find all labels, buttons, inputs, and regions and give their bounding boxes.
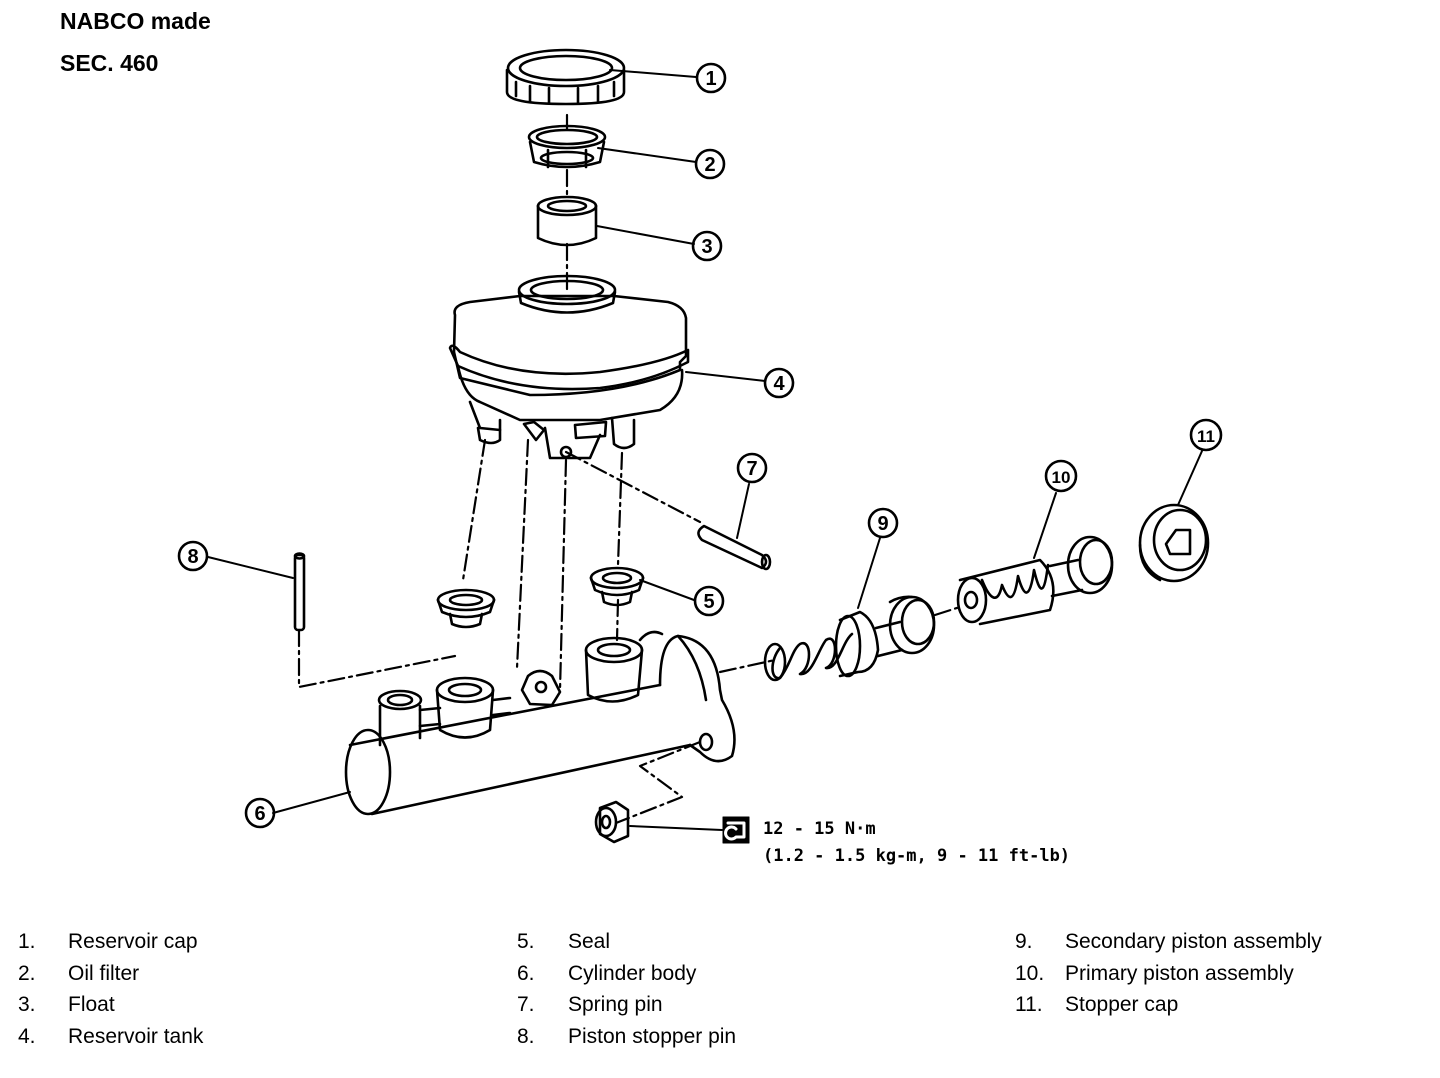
legend-item: 4. Reservoir tank [18,1021,203,1053]
callout-2-label: 2 [704,154,715,176]
mounting-nut [594,800,630,844]
legend-item: 11. Stopper cap [1015,989,1322,1021]
callout-7: 7 [736,452,768,484]
legend-item-label: Spring pin [568,993,663,1017]
legend-item-number: 6. [517,961,535,985]
legend-item: 1. Reservoir cap [18,926,203,958]
legend-item: 2. Oil filter [18,958,203,990]
legend-item-label: Seal [568,930,611,953]
legend-item-label: Piston stopper pin [568,1024,737,1048]
reservoir-tank [448,274,690,460]
callout-6-label: 6 [254,803,265,825]
legend-item-number: 11. [1015,993,1043,1017]
callout-4-label: 4 [773,373,785,395]
nut-centerline [614,740,702,825]
legend-item-label: Oil filter [68,961,140,985]
legend-item-number: 5. [517,930,535,953]
legend-item-number: 3. [18,993,36,1017]
legend-item-number: 1. [18,930,36,953]
diagram-title: NABCO made [60,8,211,34]
oil-filter [527,124,607,169]
legend-item: 3. Float [18,989,203,1021]
cylinder-body [344,630,736,816]
legend-item: 7. Spring pin [517,989,736,1021]
callout-8: 8 [177,540,209,572]
leader-lines [207,69,1203,831]
parts-legend-col-3: 9. Secondary piston assembly 10. Primary p… [1015,926,1322,1021]
callout-1: 1 [695,62,727,94]
callout-3-label: 3 [701,236,712,258]
legend-item-label: Float [68,993,115,1017]
section-number: SEC. 460 [60,50,159,76]
stopper-pin-centerline [297,628,457,689]
assembly-centerlines [461,113,962,692]
callout-8-label: 8 [187,546,198,568]
seal-left [436,588,496,629]
legend-item-label: Reservoir tank [68,1024,204,1048]
callout-6: 6 [244,797,276,829]
torque-spec-metric: 12 - 15 N·m [763,819,876,839]
legend-item-label: Primary piston assembly [1065,961,1294,985]
master-cylinder-exploded-view: 1 2 3 4 5 6 7 8 9 10 11 12 - 15 N·m (1.2… [177,48,1223,866]
legend-item-label: Secondary piston assembly [1065,930,1322,953]
torque-wrench-icon [722,816,750,844]
callout-1-label: 1 [705,68,716,90]
legend-item: 8. Piston stopper pin [517,1021,736,1053]
callout-3: 3 [691,230,723,262]
callout-11-label: 11 [1197,427,1215,446]
torque-spec-conversion: (1.2 - 1.5 kg-m, 9 - 11 ft-lb) [763,846,1070,866]
parts-legend-col-2: 5. Seal 6. Cylinder body 7. Spring pin 8. Pi… [517,926,736,1052]
secondary-piston-assembly [763,595,936,682]
reservoir-cap [505,48,626,106]
legend-item-number: 8. [517,1024,535,1048]
legend-item-number: 4. [18,1024,36,1048]
parts-legend-col-1: 1. Reservoir cap 2. Oil filter 3. Float 4. R… [18,926,203,1052]
float [536,195,598,247]
legend-item: 9. Secondary piston assembly [1015,926,1322,958]
spring-pin [697,524,772,571]
callout-10: 10 [1044,459,1078,493]
legend-item-label: Reservoir cap [68,930,198,953]
legend-item: 6. Cylinder body [517,958,736,990]
callout-9: 9 [867,507,899,539]
legend-item-label: Cylinder body [568,961,697,985]
legend-item-number: 9. [1015,930,1033,953]
callout-4: 4 [763,367,795,399]
primary-piston-assembly [956,535,1114,626]
stopper-cap [1138,503,1210,583]
callout-9-label: 9 [877,513,888,535]
legend-item: 5. Seal [517,926,736,958]
callout-7-label: 7 [746,458,757,480]
piston-stopper-pin [293,552,306,632]
callout-2: 2 [694,148,726,180]
legend-item-label: Stopper cap [1065,993,1179,1017]
legend-item-number: 2. [18,961,36,985]
legend-item: 10. Primary piston assembly [1015,958,1322,990]
seal-right [589,566,645,607]
callout-10-label: 10 [1052,468,1071,487]
callout-11: 11 [1189,418,1223,452]
callout-5: 5 [693,585,725,617]
legend-item-number: 10. [1015,961,1045,985]
callout-5-label: 5 [703,591,714,613]
legend-item-number: 7. [517,993,535,1017]
